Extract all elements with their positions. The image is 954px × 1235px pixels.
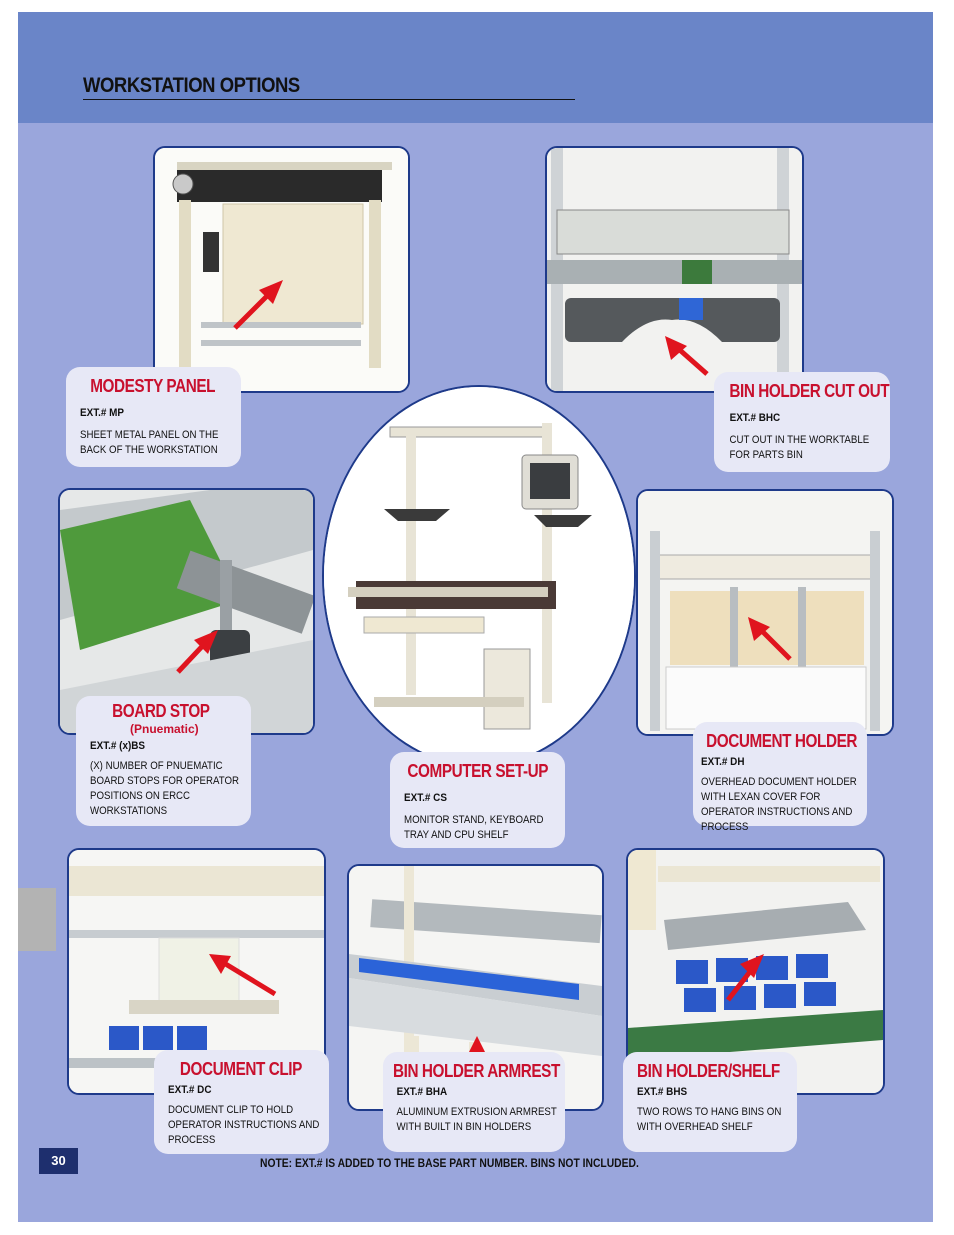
document-holder-label: DOCUMENT HOLDER EXT.# DH OVERHEAD DOCUME… xyxy=(693,722,867,833)
bin-holder-shelf-label: BIN HOLDER/SHELF EXT.# BHS TWO ROWS TO H… xyxy=(623,1052,797,1152)
option-description: ALUMINUM EXTRUSION ARMREST WITH BUILT IN… xyxy=(396,1106,557,1133)
option-description: TWO ROWS TO HANG BINS ON WITH OVERHEAD S… xyxy=(637,1106,782,1133)
header-band: WORKSTATION OPTIONS xyxy=(18,12,933,123)
modesty-panel-label: MODESTY PANEL EXT.# MP SHEET METAL PANEL… xyxy=(66,367,241,467)
board-stop-label: BOARD STOP (Pnuematic) EXT.# (x)BS (X) N… xyxy=(76,696,251,826)
bin-holder-armrest-label: BIN HOLDER ARMREST EXT.# BHA ALUMINUM EX… xyxy=(383,1052,565,1152)
option-code: EXT.# DC xyxy=(168,1084,212,1096)
page-number: 30 xyxy=(39,1148,78,1174)
option-subtitle: (Pnuematic) xyxy=(130,722,199,736)
option-code: EXT.# BHS xyxy=(637,1086,688,1098)
option-title: BOARD STOP xyxy=(112,701,210,721)
page-title: WORKSTATION OPTIONS xyxy=(83,74,300,97)
bin-holder-cut-out-photo xyxy=(545,146,804,393)
option-title: DOCUMENT CLIP xyxy=(179,1059,302,1079)
option-description: MONITOR STAND, KEYBOARD TRAY AND CPU SHE… xyxy=(404,814,544,841)
side-tab xyxy=(18,888,56,951)
option-title: BIN HOLDER ARMREST xyxy=(393,1061,560,1081)
computer-setup-photo xyxy=(322,385,636,767)
option-code: EXT.# BHC xyxy=(729,412,781,424)
option-description: OVERHEAD DOCUMENT HOLDER WITH LEXAN COVE… xyxy=(701,776,857,833)
computer-setup-label: COMPUTER SET-UP EXT.# CS MONITOR STAND, … xyxy=(390,752,565,848)
option-code: EXT.# MP xyxy=(80,407,125,419)
modesty-panel-photo xyxy=(153,146,410,393)
title-underline xyxy=(83,99,575,100)
option-description: DOCUMENT CLIP TO HOLD OPERATOR INSTRUCTI… xyxy=(168,1104,320,1146)
document-holder-photo xyxy=(636,489,894,736)
footer-note: NOTE: EXT.# IS ADDED TO THE BASE PART NU… xyxy=(260,1156,639,1170)
option-code: EXT.# CS xyxy=(404,792,447,804)
bin-holder-shelf-photo xyxy=(626,848,885,1095)
option-title: BIN HOLDER/SHELF xyxy=(637,1061,780,1081)
option-description: (X) NUMBER OF PNUEMATIC BOARD STOPS FOR … xyxy=(90,760,239,817)
option-description: SHEET METAL PANEL ON THE BACK OF THE WOR… xyxy=(80,429,219,456)
option-code: EXT.# BHA xyxy=(396,1086,448,1098)
option-code: EXT.# DH xyxy=(701,756,745,768)
option-title: BIN HOLDER CUT OUT xyxy=(729,381,890,401)
document-clip-label: DOCUMENT CLIP EXT.# DC DOCUMENT CLIP TO … xyxy=(154,1050,329,1154)
bin-holder-cut-out-label: BIN HOLDER CUT OUT EXT.# BHC CUT OUT IN … xyxy=(714,372,890,472)
option-title: DOCUMENT HOLDER xyxy=(706,731,857,751)
option-code: EXT.# (x)BS xyxy=(90,740,146,752)
option-description: CUT OUT IN THE WORKTABLE FOR PARTS BIN xyxy=(729,434,870,461)
option-title: MODESTY PANEL xyxy=(90,376,216,396)
option-title: COMPUTER SET-UP xyxy=(407,761,549,781)
